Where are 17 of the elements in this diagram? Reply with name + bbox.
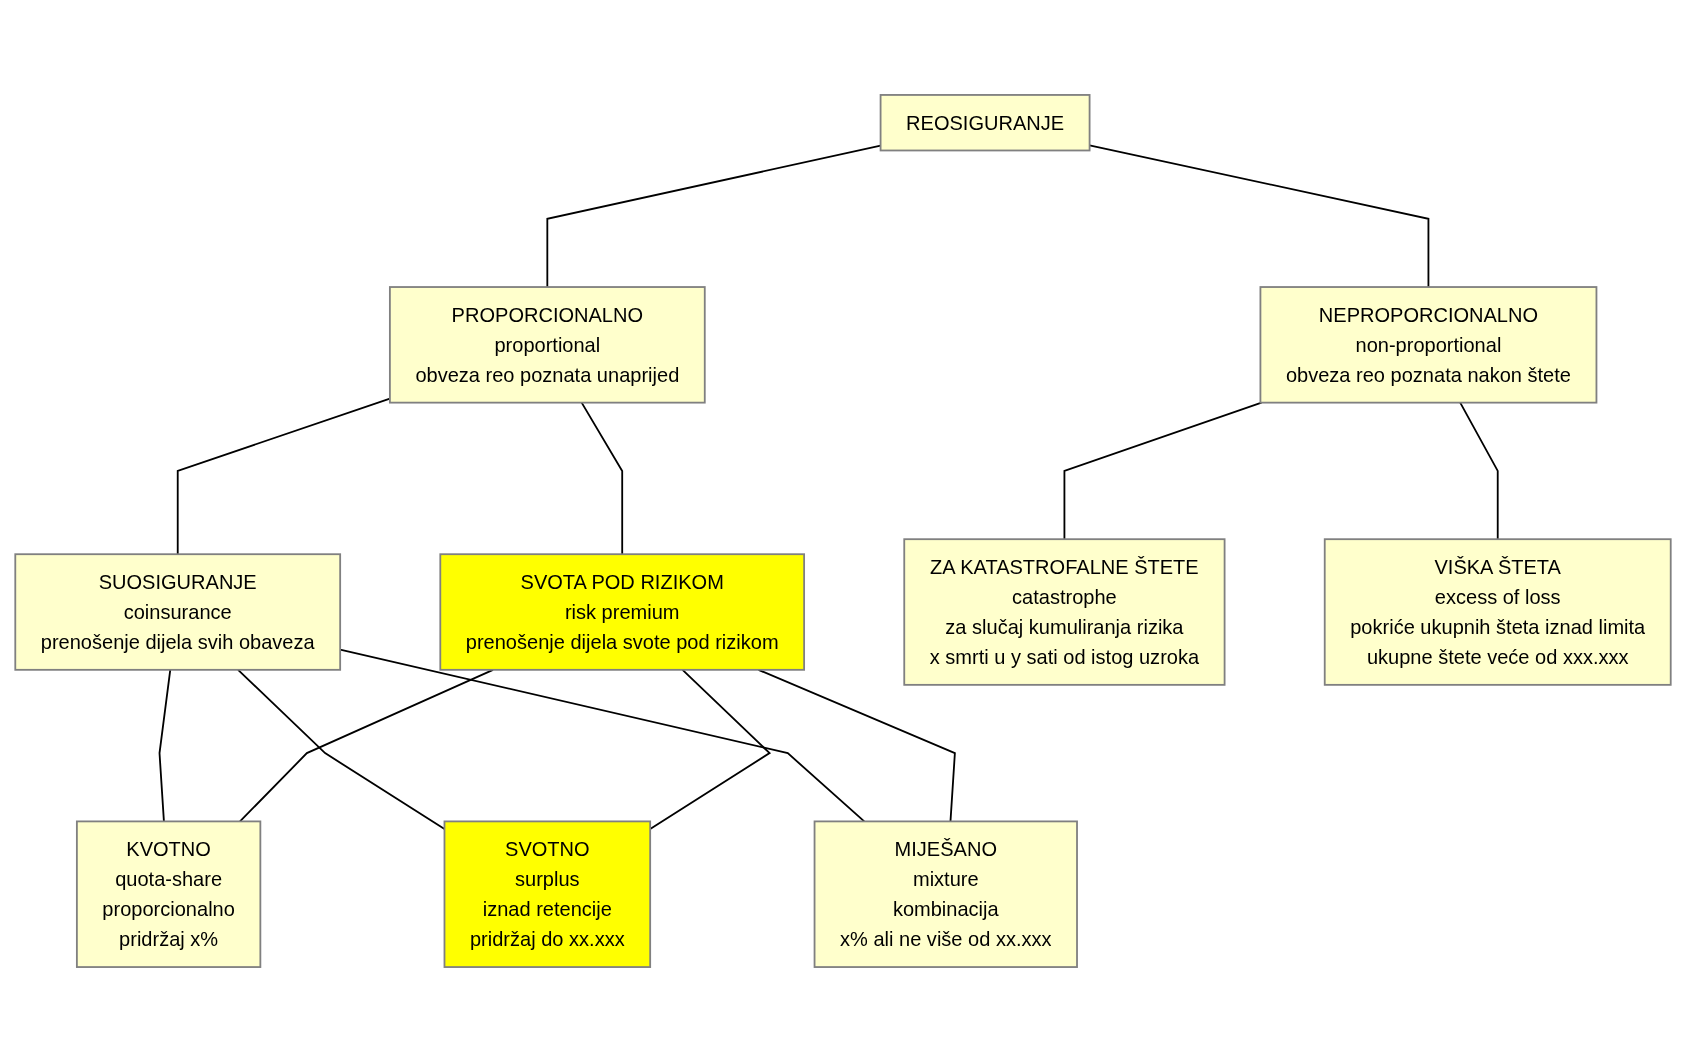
node-box: SVOTA POD RIZIKOM risk premium prenošenje dijela svote pod rizikom (439, 553, 805, 671)
node-box: KVOTNO quota-share proporcionalno pridržaj x% (75, 820, 262, 968)
node-box: REOSIGURANJE (879, 94, 1091, 152)
node-box: PROPORCIONALNO proportional obveza reo poznata unaprijed (388, 286, 706, 404)
connector (757, 668, 956, 823)
node-box: SVOTNO surplus iznad retencije pridržaj do xx.xxx (443, 820, 652, 968)
connector (1063, 401, 1263, 541)
connector (580, 401, 624, 556)
node-box: ZA KATASTROFALNE ŠTETE catastrophe za slučaj kumuliranja rizika x smrti u y sati od istog uzroka (903, 538, 1226, 686)
node-box: MIJEŠANO mixture kombinacija x% ali ne više od xx.xxx (813, 820, 1078, 968)
connector (1459, 401, 1499, 541)
connector (239, 668, 494, 823)
node-box: NEPROPORCIONALNO non-proportional obveza reo poznata nakon štete (1259, 286, 1598, 404)
connector (158, 668, 172, 823)
connector (176, 397, 391, 556)
node-box: VIŠKA ŠTETA excess of loss pokriće ukupnih šteta iznad limita ukupne štete veće od xxx.xxx (1323, 538, 1672, 686)
node-box: SUOSIGURANJE coinsurance prenošenje dijela svih obaveza (14, 553, 342, 671)
